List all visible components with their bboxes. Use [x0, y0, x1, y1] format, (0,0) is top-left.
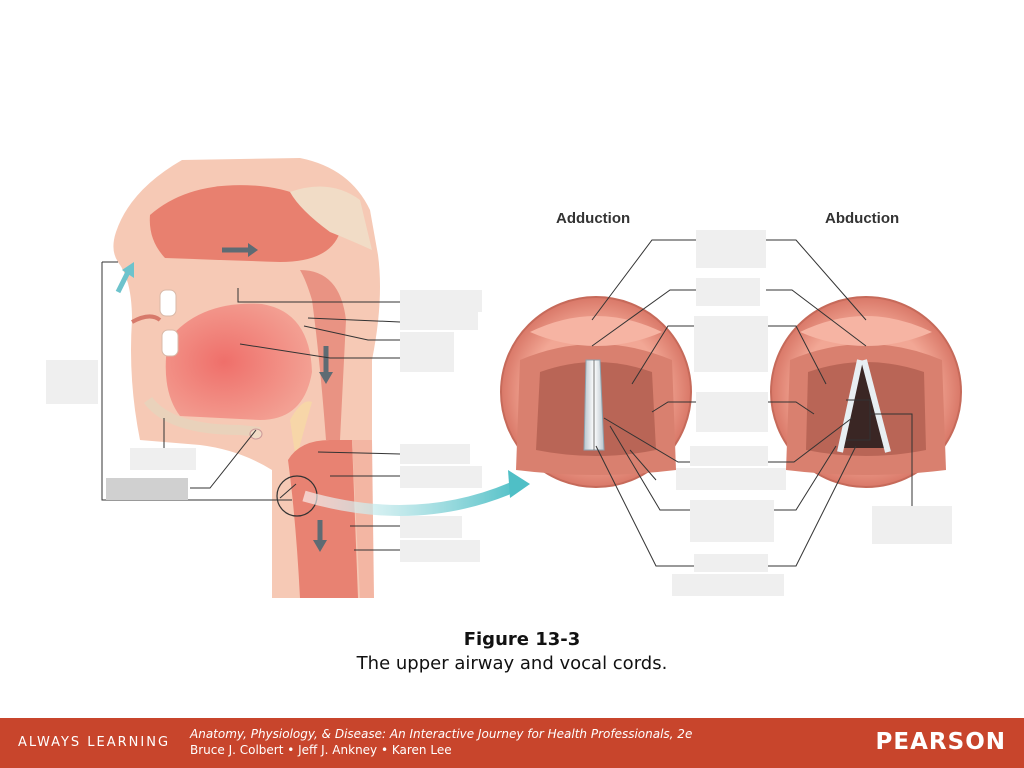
- tongue: [165, 303, 312, 420]
- blank-label-box[interactable]: [400, 516, 462, 538]
- abduction-view: [770, 296, 962, 488]
- blank-label-box[interactable]: [400, 466, 482, 488]
- blank-label-box[interactable]: [690, 446, 768, 466]
- blank-label-box[interactable]: [106, 478, 188, 500]
- upper-teeth: [159, 289, 177, 317]
- blank-label-box[interactable]: [696, 230, 766, 268]
- left-leader-lines: [101, 261, 401, 551]
- publisher-logo: PEARSON: [875, 729, 1006, 755]
- zoom-arrow-head: [508, 470, 530, 498]
- trachea: [288, 440, 358, 598]
- blank-label-box[interactable]: [400, 332, 454, 372]
- blank-label-box[interactable]: [696, 392, 768, 432]
- zoom-arrow: [302, 479, 523, 516]
- hyoid-bone: [249, 428, 263, 440]
- footer-authors: Bruce J. Colbert • Jeff J. Ankney • Kare…: [190, 743, 452, 757]
- sinus-bone: [290, 186, 372, 250]
- nasal-cavity: [149, 185, 340, 262]
- adduction-view: [500, 296, 692, 488]
- blank-label-box[interactable]: [400, 290, 482, 312]
- blank-label-box[interactable]: [676, 468, 786, 490]
- footer-book-title: Anatomy, Physiology, & Disease: An Inter…: [190, 727, 693, 741]
- blank-label-box[interactable]: [672, 574, 784, 596]
- jaw-bone: [143, 396, 261, 437]
- blank-label-box[interactable]: [400, 444, 470, 464]
- abduction-title: Abduction: [825, 210, 900, 227]
- sagittal-head-section: [113, 158, 380, 598]
- open-glottis: [842, 362, 886, 448]
- figure-title: The upper airway and vocal cords.: [356, 653, 668, 674]
- footer-bar: ALWAYS LEARNING Anatomy, Physiology, & D…: [0, 718, 1024, 768]
- esophagus: [352, 440, 374, 598]
- blank-label-box[interactable]: [694, 316, 768, 372]
- abducted-vocal-cords: [837, 359, 891, 453]
- blank-label-box[interactable]: [400, 540, 480, 562]
- vocal-leader-lines: [591, 239, 913, 567]
- figure-number: Figure 13-3: [463, 629, 581, 650]
- epiglottis: [290, 401, 312, 460]
- blank-label-box[interactable]: [690, 500, 774, 542]
- blank-label-box[interactable]: [46, 360, 98, 404]
- lower-teeth: [161, 329, 179, 357]
- adduction-title: Adduction: [556, 210, 631, 227]
- pharynx: [300, 270, 346, 440]
- blank-label-box[interactable]: [872, 506, 952, 544]
- upper-airway-diagram: [101, 158, 962, 598]
- footer-tagline: ALWAYS LEARNING: [18, 735, 171, 750]
- blank-label-box[interactable]: [696, 278, 760, 306]
- blank-label-box[interactable]: [130, 448, 196, 470]
- blank-label-box[interactable]: [400, 312, 478, 330]
- blank-label-box[interactable]: [694, 554, 768, 572]
